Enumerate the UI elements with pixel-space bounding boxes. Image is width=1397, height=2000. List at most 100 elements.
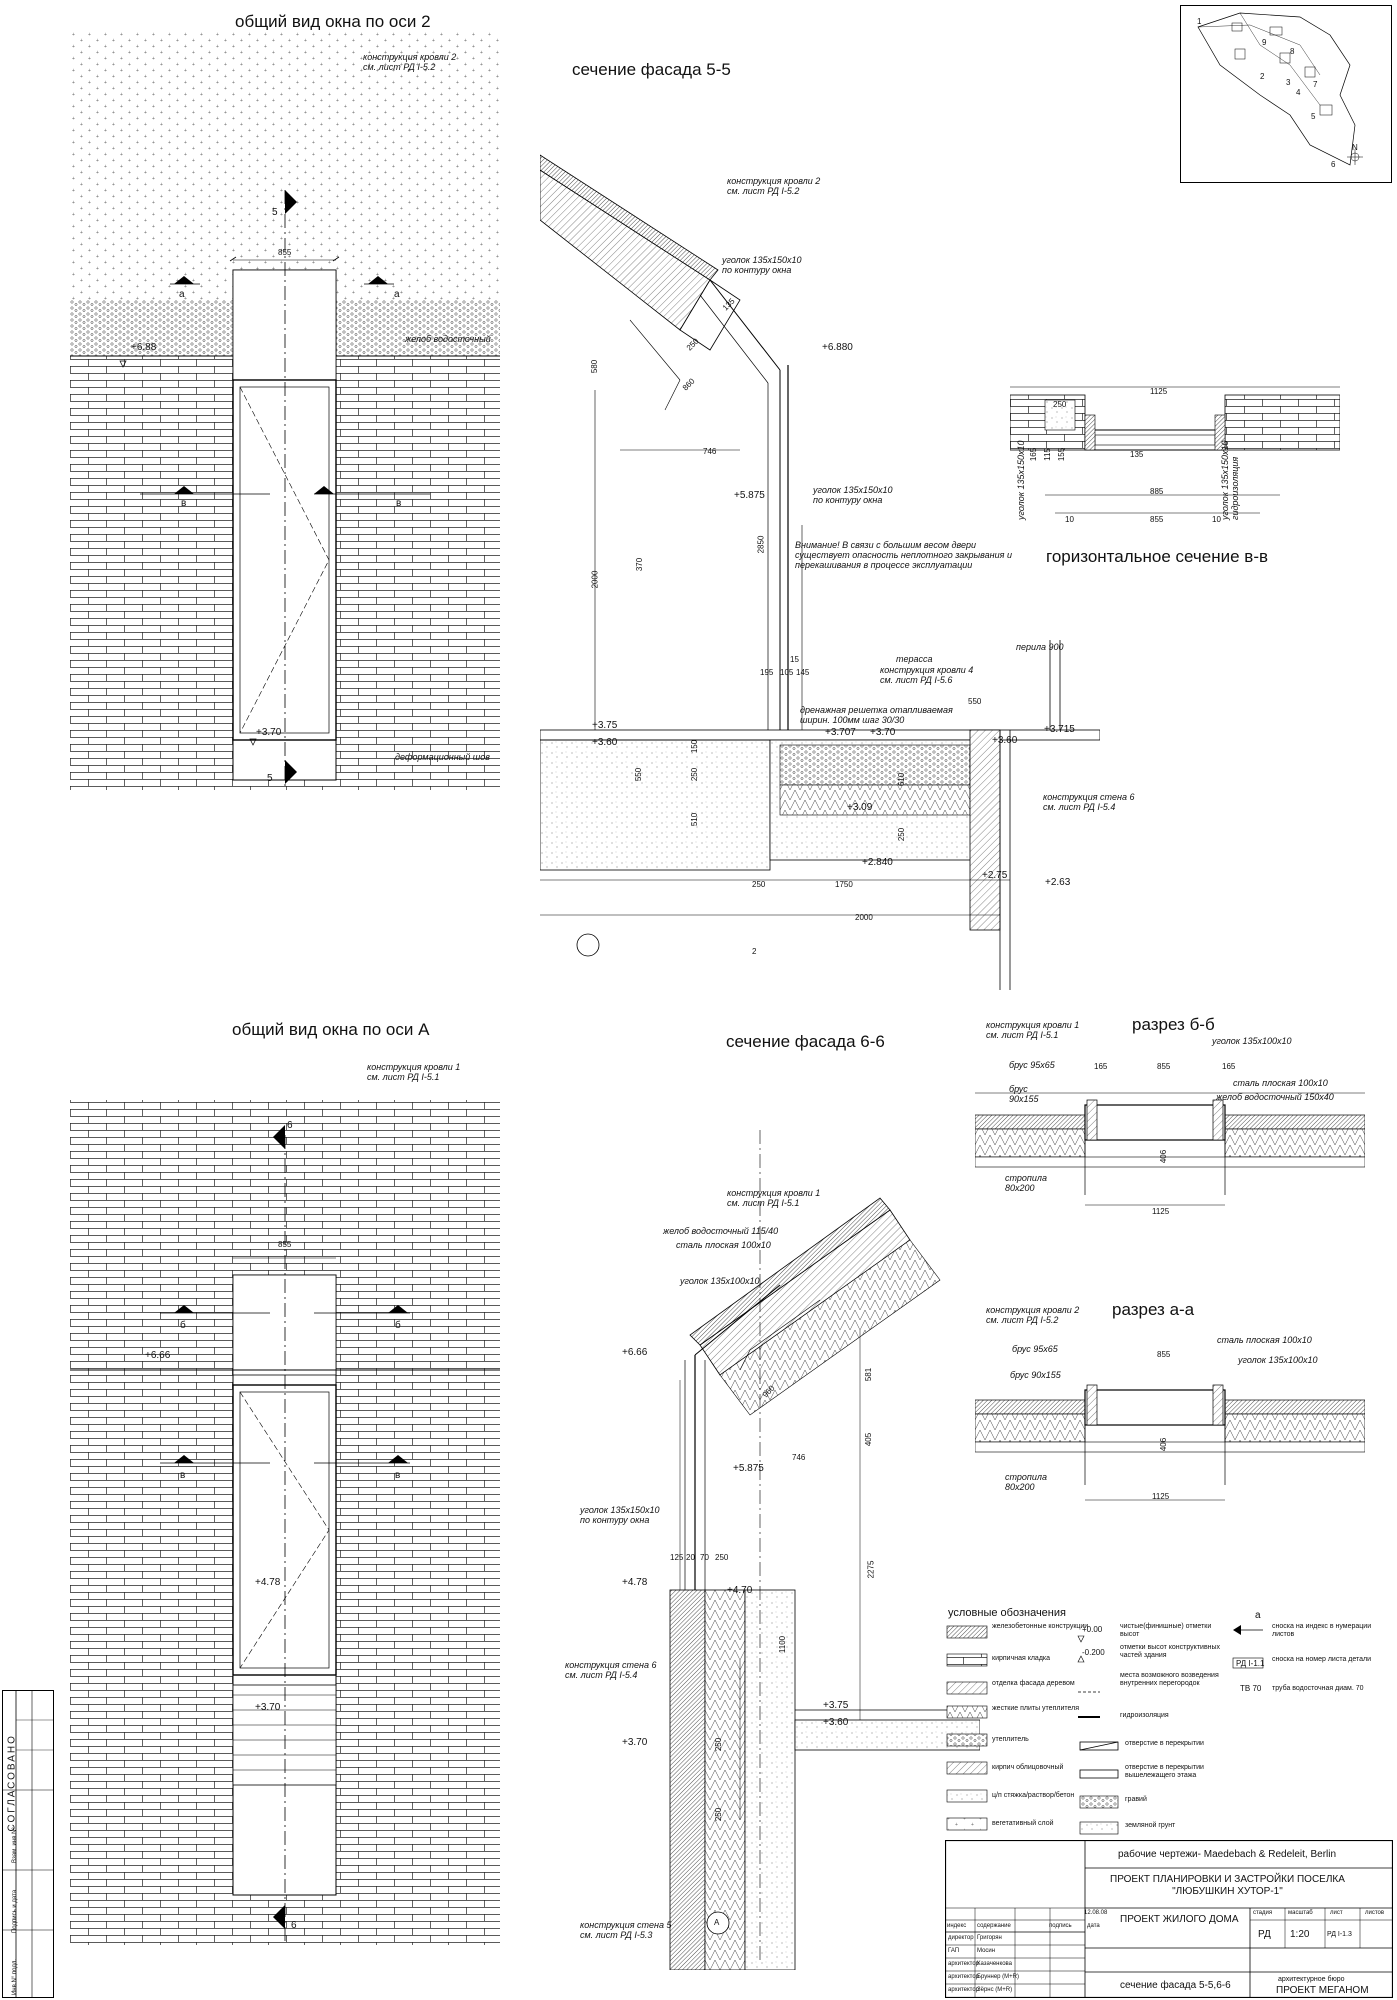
legend-item-17: сноска на номер листа детали bbox=[1272, 1656, 1372, 1663]
beam1-note-cbb: брус 95х65 bbox=[1009, 1060, 1055, 1070]
mark-a-left-e2: а bbox=[179, 289, 185, 300]
s55-dim-19: 550 bbox=[634, 767, 644, 782]
s66-dim-6: 581 bbox=[864, 1367, 874, 1382]
tb-head-1: содержание bbox=[977, 1923, 1011, 1929]
tb-name-1: Мосин bbox=[977, 1948, 996, 1954]
legend-item-4: утеплитель bbox=[992, 1736, 1029, 1743]
mark-b-right-e2: в bbox=[396, 498, 402, 509]
level-bottom-e2: +3.70 bbox=[256, 727, 282, 738]
tb-head-0: индекс bbox=[947, 1923, 967, 1929]
roof-note-cbb: конструкция кровли 1 см. лист РД I-5.1 bbox=[986, 1020, 1080, 1040]
legend-item-14: гравий bbox=[1125, 1796, 1147, 1803]
level-top-ea: +6.66 bbox=[145, 1350, 171, 1361]
tb-sheet-title: сечение фасада 5-5,6-6 bbox=[1120, 1980, 1231, 1991]
roof-note-s66: конструкция кровли 1 см. лист РД I-5.1 bbox=[727, 1188, 821, 1208]
tb-stage-label-2: лист bbox=[1330, 1910, 1343, 1916]
level-bottom-ea: +3.70 bbox=[255, 1702, 281, 1713]
tb-head-3: дата bbox=[1087, 1923, 1100, 1929]
roof-note-caa: конструкция кровли 2 см. лист РД I-5.2 bbox=[986, 1305, 1080, 1325]
hbb-dim-9: 155 bbox=[1057, 447, 1067, 462]
drain-note: дренажная решетка отапливаемая ширин. 10… bbox=[800, 705, 953, 725]
s55-level-5: +3.70 bbox=[870, 727, 896, 738]
tb-head-2: подпись bbox=[1049, 1923, 1072, 1929]
s55-dim-10: 105 bbox=[780, 668, 794, 677]
gutter-note-cbb: желоб водосточный 150х40 bbox=[1216, 1092, 1334, 1102]
hbb-dim-3: 855 bbox=[1150, 515, 1164, 524]
tb-project: ПРОЕКТ ПЛАНИРОВКИ И ЗАСТРОЙКИ ПОСЕЛКА "Л… bbox=[1110, 1874, 1345, 1897]
section-5-5-drawing bbox=[540, 154, 1100, 990]
s55-dim-5: 746 bbox=[703, 447, 717, 456]
s55-dim-17: 250 bbox=[690, 767, 700, 782]
beam2-note-caa: брус 90х155 bbox=[1010, 1370, 1061, 1380]
horizontal-section-drawing bbox=[1010, 386, 1340, 514]
s55-dim-2: 370 bbox=[635, 557, 645, 572]
legend-mark-tb: ТВ 70 bbox=[1240, 1684, 1262, 1693]
key-plan bbox=[1180, 5, 1392, 183]
tb-subproject: ПРОЕКТ ЖИЛОГО ДОМА bbox=[1120, 1914, 1239, 1925]
s55-dim-20: 610 bbox=[897, 772, 907, 787]
cbb-dim-2: 165 bbox=[1222, 1062, 1236, 1071]
rafter-note-cbb: стропила 80х200 bbox=[1005, 1173, 1047, 1193]
keyplan-5: 5 bbox=[1311, 112, 1316, 121]
s55-dim-3: 2850 bbox=[756, 535, 766, 554]
tb-sheet: РД I-1.3 bbox=[1327, 1931, 1352, 1938]
hbb-note-left: уголок 135х150х10 bbox=[1016, 440, 1026, 520]
keyplan-9: 9 bbox=[1262, 38, 1267, 47]
cbb-dim-0: 165 bbox=[1094, 1062, 1108, 1071]
legend-item-11: гидроизоляция bbox=[1120, 1712, 1169, 1719]
tb-stage-label-0: стадия bbox=[1253, 1910, 1273, 1916]
legend-item-8: чистые(финишные) отметки высот bbox=[1120, 1623, 1212, 1638]
mark-6-bottom: 6 bbox=[291, 1920, 297, 1931]
cbb-dim-1: 855 bbox=[1157, 1062, 1171, 1071]
mark-b-left-e2: в bbox=[181, 498, 187, 509]
legend-item-3: жесткие плиты утеплителя bbox=[992, 1705, 1080, 1712]
title-horizontal-section: горизонтальное сечение в-в bbox=[1046, 547, 1269, 566]
angle2-note-s66: уголок 135х150х10 по контуру окна bbox=[580, 1505, 660, 1525]
legend-title: условные обозначения bbox=[948, 1607, 1066, 1619]
mark-b-right-ea: б bbox=[395, 1320, 401, 1331]
mark-b-left-ea: б bbox=[180, 1320, 186, 1331]
rafter-note-caa: стропила 80х200 bbox=[1005, 1472, 1047, 1492]
s66-dim-8: 2275 bbox=[866, 1560, 876, 1579]
level-top-e2: +6.88 bbox=[131, 342, 157, 353]
s66-dim-7: 405 bbox=[864, 1432, 874, 1447]
hbb-dim-1: 250 bbox=[1053, 400, 1067, 409]
elevation-axis-a-drawing bbox=[70, 1100, 500, 1945]
s55-dim-13: 2000 bbox=[855, 913, 873, 922]
tb-role-1: ГАП bbox=[948, 1948, 960, 1954]
hbb-dim-0: 1125 bbox=[1150, 387, 1168, 396]
s66-level-4: +3.75 bbox=[823, 1700, 849, 1711]
tb-role-4: архитектор bbox=[948, 1987, 980, 1993]
steel-note-s66: сталь плоская 100х10 bbox=[676, 1240, 771, 1250]
legend-item-1: кирпичная кладка bbox=[992, 1655, 1051, 1662]
hbb-dim-4: 135 bbox=[1130, 450, 1144, 459]
roof4-note: конструкция кровли 4 см. лист РД I-5.6 bbox=[880, 665, 974, 685]
mark-5-top: 5 bbox=[272, 207, 278, 218]
cut-a-a-drawing bbox=[975, 1384, 1365, 1501]
s55-dim-21: 250 bbox=[897, 827, 907, 842]
wall6-note-s66: конструкция стена 6 см. лист РД I-5.4 bbox=[565, 1660, 657, 1680]
tb-name-2: Казаченкова bbox=[977, 1961, 1012, 1967]
legend-item-13: отверстие в перекрытии вышележащего этаж… bbox=[1125, 1764, 1204, 1779]
s66-level-3: +4.70 bbox=[727, 1585, 753, 1596]
mark-6-top: 6 bbox=[287, 1120, 293, 1131]
s55-dim-8: 15 bbox=[790, 655, 799, 664]
keyplan-4: 4 bbox=[1296, 88, 1301, 97]
steel-note-cbb: сталь плоская 100х10 bbox=[1233, 1078, 1328, 1088]
railing-note: перила 900 bbox=[1016, 642, 1064, 652]
angle-note-s66: уголок 135х100х10 bbox=[680, 1276, 760, 1286]
roof-note-e2: конструкция кровли 2 см. лист РД I-5.2 bbox=[363, 52, 457, 72]
warning-note: Внимание! В связи с большим весом двери … bbox=[795, 540, 1012, 570]
mark-a-right-e2: а bbox=[394, 289, 400, 300]
hbb-note-right: уголок 135х150х10 гидроизоляция bbox=[1220, 440, 1240, 520]
s66-dim-11: 250 bbox=[714, 1807, 724, 1822]
gutter-note-s66: желоб водосточный 115/40 bbox=[663, 1226, 779, 1236]
s66-dim-4: 746 bbox=[792, 1453, 806, 1462]
tb-bureau-name: ПРОЕКТ МЕГАНОМ bbox=[1276, 1985, 1369, 1996]
stamp-row-0: Взам. инв.N° bbox=[12, 1827, 18, 1863]
legend-item-5: кирпич облицовочный bbox=[992, 1764, 1064, 1771]
level-mid-ea: +4.78 bbox=[255, 1577, 281, 1588]
angle-note-caa: уголок 135х100х10 bbox=[1238, 1355, 1318, 1365]
cut-b-b-drawing bbox=[975, 1092, 1365, 1206]
s66-level-0: +6.66 bbox=[622, 1347, 648, 1358]
